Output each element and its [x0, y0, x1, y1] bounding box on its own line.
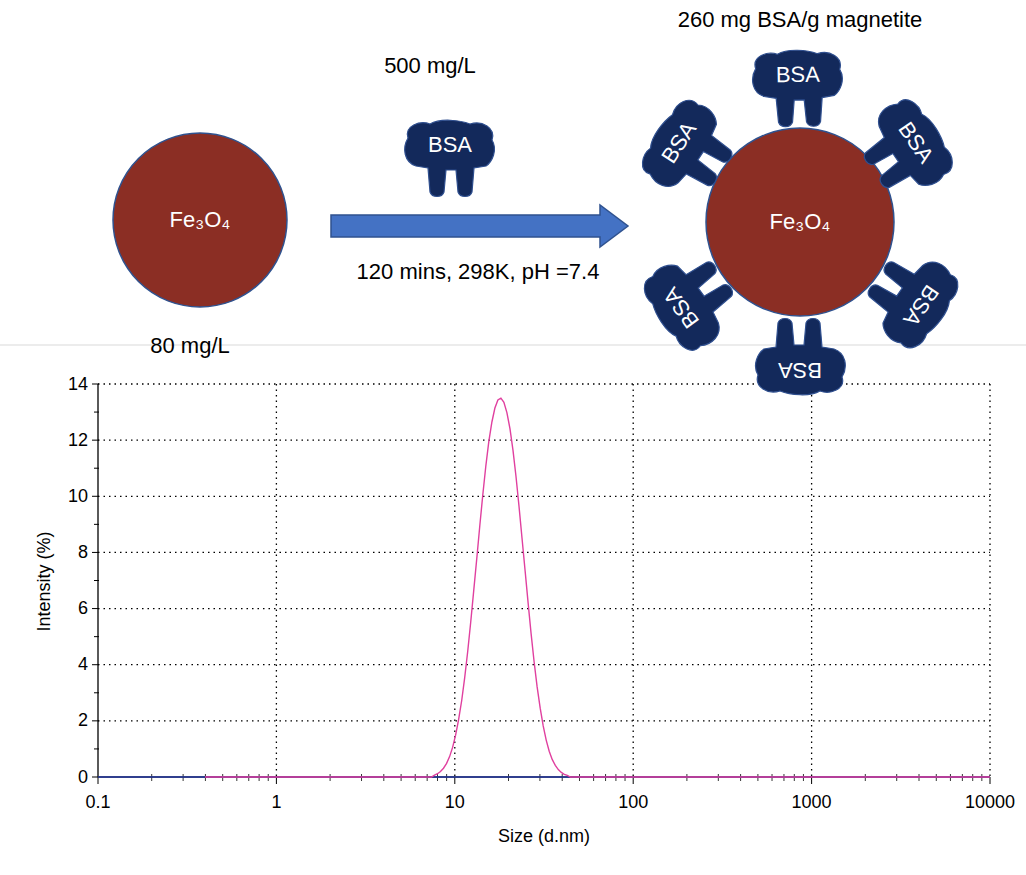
protein-outline	[405, 120, 495, 196]
protein-label: BSA	[778, 357, 822, 383]
protein-shape	[400, 118, 500, 198]
y-axis-title: Intensity (%)	[34, 531, 55, 631]
y-tick	[94, 468, 99, 469]
y-tick-label: 4	[78, 654, 88, 675]
x-axis-title: Size (d.nm)	[498, 826, 590, 847]
y-tick	[92, 552, 99, 553]
protein-outline	[848, 91, 962, 208]
y-tick	[92, 440, 99, 441]
y-tick-label: 10	[68, 486, 88, 507]
y-tick	[94, 692, 99, 693]
y-tick	[92, 496, 99, 497]
grid-line	[276, 384, 277, 777]
grid-line	[98, 552, 990, 553]
grid-line	[811, 384, 812, 777]
grid-line	[98, 439, 990, 440]
grid-line	[98, 664, 990, 665]
y-tick-label: 0	[78, 767, 88, 788]
y-tick	[94, 636, 99, 637]
y-tick-label: 12	[68, 430, 88, 451]
x-tick	[454, 777, 455, 784]
protein-label: BSA	[776, 62, 820, 89]
y-tick	[94, 412, 99, 413]
concentration-text: 80 mg/L	[150, 333, 230, 359]
intensity-curve	[205, 398, 990, 777]
bsa-protein: BSA	[400, 118, 500, 198]
y-tick-label: 6	[78, 598, 88, 619]
y-tick-label: 8	[78, 542, 88, 563]
y-tick	[94, 524, 99, 525]
concentration-text: 260 mg BSA/g magnetite	[678, 7, 923, 33]
y-tick	[94, 748, 99, 749]
x-tick-label: 1000	[792, 792, 832, 813]
protein-shape	[747, 47, 848, 129]
particle-label: Fe₃O₄	[170, 207, 231, 233]
grid-line	[98, 720, 990, 721]
grid-line	[98, 496, 990, 497]
protein-outline	[853, 239, 967, 356]
x-tick	[98, 777, 99, 784]
y-tick	[94, 580, 99, 581]
protein-shape	[750, 317, 850, 397]
grid-line	[989, 384, 990, 777]
y-tick	[92, 608, 99, 609]
particle-label: Fe₃O₄	[770, 209, 831, 235]
protein-outline	[635, 241, 749, 358]
condition-text: 120 mins, 298K, pH =7.4	[357, 259, 600, 285]
x-tick-label: 100	[618, 792, 648, 813]
bsa-protein: BSA	[750, 317, 850, 397]
y-tick-label: 2	[78, 710, 88, 731]
grid-line	[98, 608, 990, 609]
bsa-protein: BSA	[747, 47, 848, 129]
grid-line	[454, 384, 455, 777]
magnetite-particle: Fe₃O₄	[112, 132, 288, 308]
protein-outline	[634, 92, 747, 209]
protein-outline	[752, 50, 843, 128]
y-tick	[92, 664, 99, 665]
size-distribution-chart	[92, 384, 990, 784]
y-tick	[92, 720, 99, 721]
x-tick-label: 10000	[965, 792, 1015, 813]
reaction-arrow	[331, 205, 628, 247]
particle-outline	[113, 133, 287, 307]
x-tick	[633, 777, 634, 784]
x-tick	[276, 777, 277, 784]
x-tick	[990, 777, 991, 784]
x-tick-label: 10	[445, 792, 465, 813]
protein-label: BSA	[428, 132, 472, 158]
concentration-text: 500 mg/L	[384, 53, 476, 79]
y-tick	[92, 384, 99, 385]
protein-outline	[756, 319, 846, 395]
grid-line	[98, 383, 990, 384]
grid-line	[633, 384, 634, 777]
y-tick-label: 14	[68, 374, 88, 395]
x-tick-label: 0.1	[85, 792, 110, 813]
x-tick	[811, 777, 812, 784]
x-tick-label: 1	[271, 792, 281, 813]
